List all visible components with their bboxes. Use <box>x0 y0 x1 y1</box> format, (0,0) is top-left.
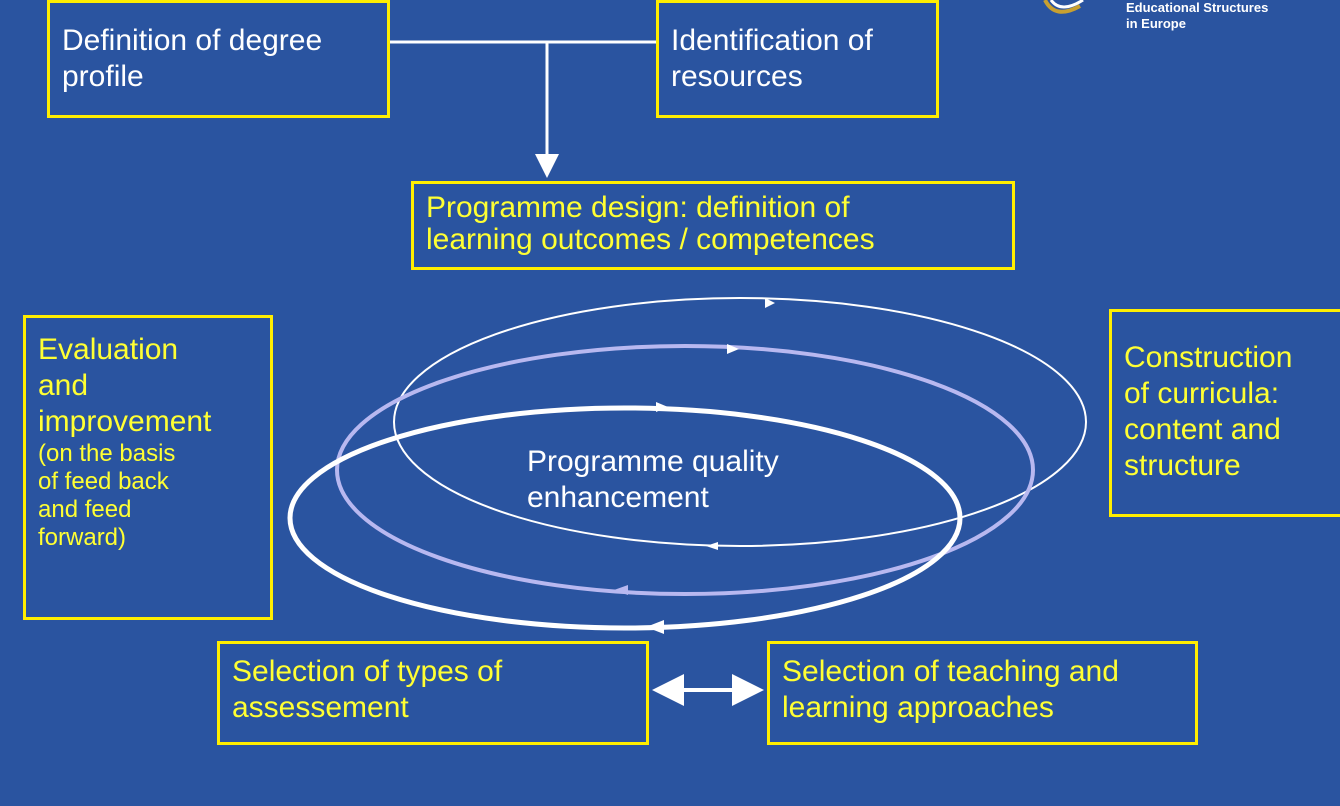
cycle-arrow-middle-bottom <box>614 585 628 595</box>
box-construction-curricula: Construction of curricula: content and s… <box>1109 309 1340 517</box>
box-identification-resources: Identification of resources <box>656 0 939 118</box>
cycle-ellipse-inner <box>287 405 963 631</box>
box-evaluation-improvement: Evaluation and improvement (on the basis… <box>23 315 273 620</box>
center-label: Programme quality enhancement <box>527 445 779 514</box>
cycle-ellipse-middle <box>335 344 1035 596</box>
box-assessment-types: Selection of types of assessement <box>217 641 649 745</box>
logo-text: Educational Structures in Europe <box>1126 0 1269 31</box>
box-degree-profile: Definition of degree profile <box>47 0 390 118</box>
evaluation-note: (on the basis of feed back and feed forw… <box>38 440 176 551</box>
cycle-arrow-middle-top <box>727 344 739 354</box>
cycle-arrow-outer-top <box>765 298 775 308</box>
cycle-arrow-inner-bottom <box>646 620 664 634</box>
cycle-ellipse-outer <box>393 297 1087 547</box>
evaluation-title: Evaluation and improvement <box>38 333 212 438</box>
logo <box>1025 0 1340 40</box>
logo-emblem-icon <box>1043 0 1084 14</box>
box-teaching-approaches: Selection of teaching and learning appro… <box>767 641 1198 745</box>
cycle-arrow-outer-bottom <box>706 542 718 550</box>
box-programme-design: Programme design: definition of learning… <box>411 181 1015 270</box>
cycle-arrow-inner-top <box>656 402 668 412</box>
